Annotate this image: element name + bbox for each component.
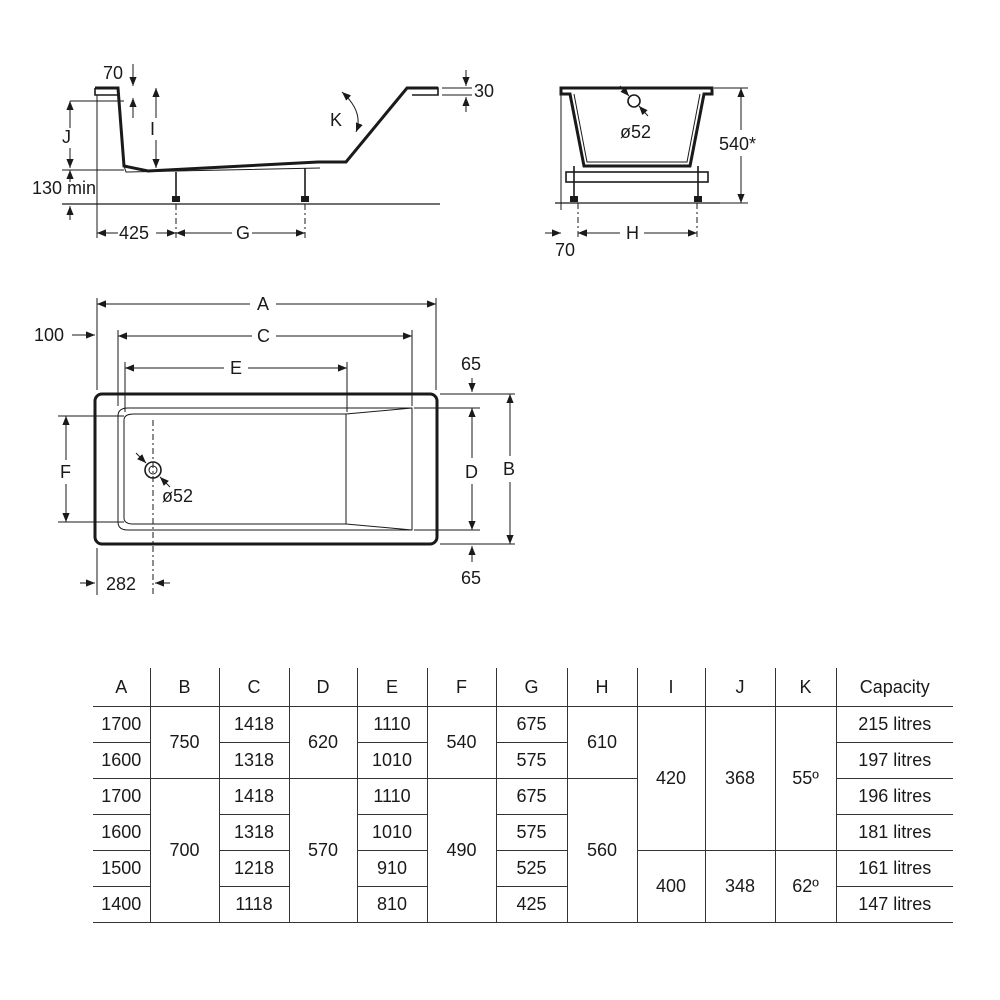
cell-k: 55º xyxy=(774,706,836,851)
table-row: 1700 750 1418 620 1110 540 675 610 420 3… xyxy=(93,706,953,851)
cell-g: 675 xyxy=(495,778,567,815)
cell-a: 1500 xyxy=(93,850,150,887)
i-label: I xyxy=(150,119,155,139)
k-label: K xyxy=(330,110,342,130)
dimensions-table: A B C D E F G H I J K Capacity 1700 750 … xyxy=(93,668,953,923)
technical-drawing: 70 J I K 30 130 min 425 G xyxy=(32,63,756,595)
d-label: D xyxy=(465,462,478,482)
cell-a: 1700 xyxy=(93,706,150,743)
floor-clearance-label: 130 min xyxy=(32,178,96,198)
h-label: H xyxy=(626,223,639,243)
table-row: 1600 1318 1010 575 181 litres xyxy=(93,814,953,851)
cell-h: 610 xyxy=(566,706,637,779)
rim-thickness-label: 30 xyxy=(474,81,494,101)
drain-offset-label: 425 xyxy=(119,223,149,243)
table-header-row: A B C D E F G H I J K Capacity xyxy=(93,668,953,707)
rim-bottom-label: 65 xyxy=(461,568,481,588)
cell-c: 1218 xyxy=(218,850,289,887)
cell-e: 810 xyxy=(356,886,427,923)
cell-c: 1418 xyxy=(218,778,289,815)
a-label: A xyxy=(257,294,269,314)
header-capacity: Capacity xyxy=(835,668,953,707)
cell-e: 1010 xyxy=(356,742,427,779)
end-view: ø52 540* 70 H xyxy=(545,85,756,260)
cell-c: 1418 xyxy=(218,706,289,743)
header-h: H xyxy=(566,668,637,707)
cell-d: 620 xyxy=(288,706,357,779)
cell-g: 675 xyxy=(495,706,567,743)
cell-capacity: 181 litres xyxy=(835,814,953,851)
table-row: 1400 1118 810 425 147 litres xyxy=(93,886,953,923)
j-label: J xyxy=(62,127,71,147)
cell-j: 368 xyxy=(704,706,775,851)
cell-capacity: 196 litres xyxy=(835,778,953,815)
header-g: G xyxy=(495,668,567,707)
cell-g: 525 xyxy=(495,850,567,887)
cell-c: 1318 xyxy=(218,742,289,779)
cell-e: 1110 xyxy=(356,706,427,743)
cell-a: 1400 xyxy=(93,886,150,923)
plan-drain-label: ø52 xyxy=(162,486,193,506)
cell-e: 910 xyxy=(356,850,427,887)
cell-c: 1318 xyxy=(218,814,289,851)
header-e: E xyxy=(356,668,427,707)
cell-i: 400 xyxy=(636,850,705,923)
header-j: J xyxy=(704,668,775,707)
cell-g: 575 xyxy=(495,742,567,779)
header-d: D xyxy=(288,668,357,707)
header-b: B xyxy=(149,668,219,707)
cell-h: 560 xyxy=(566,778,637,923)
cell-e: 1110 xyxy=(356,778,427,815)
cell-a: 1700 xyxy=(93,778,150,815)
cell-g: 425 xyxy=(495,886,567,923)
cell-capacity: 215 litres xyxy=(835,706,953,743)
cell-f: 490 xyxy=(426,778,496,923)
end-height-label: 540* xyxy=(719,134,756,154)
cell-d: 570 xyxy=(288,778,357,923)
side-feet xyxy=(172,168,309,202)
cell-g: 575 xyxy=(495,814,567,851)
end-frame xyxy=(565,166,709,202)
cell-c: 1118 xyxy=(218,886,289,923)
cell-capacity: 197 litres xyxy=(835,742,953,779)
c-label: C xyxy=(257,326,270,346)
cell-capacity: 161 litres xyxy=(835,850,953,887)
header-f: F xyxy=(426,668,496,707)
cell-a: 1600 xyxy=(93,814,150,851)
header-c: C xyxy=(218,668,289,707)
cell-b: 750 xyxy=(149,706,219,779)
header-i: I xyxy=(636,668,705,707)
cell-e: 1010 xyxy=(356,814,427,851)
end-drain-label: ø52 xyxy=(620,122,651,142)
cell-j: 348 xyxy=(704,850,775,923)
rim-offset-label: 70 xyxy=(103,63,123,83)
end-foot-offset-label: 70 xyxy=(555,240,575,260)
header-a: A xyxy=(93,668,150,707)
cell-i: 420 xyxy=(636,706,705,851)
table-row: 1700 700 1418 570 1110 490 675 560 196 l… xyxy=(93,778,953,923)
table-row: 1600 1318 1010 575 197 litres xyxy=(93,742,953,779)
b-label: B xyxy=(503,459,515,479)
side-view: 70 J I K 30 130 min 425 G xyxy=(32,63,494,243)
plan-view: A C E 100 65 D 65 B F xyxy=(34,294,515,595)
cell-f: 540 xyxy=(426,706,496,779)
e-label: E xyxy=(230,358,242,378)
header-k: K xyxy=(774,668,836,707)
f-label: F xyxy=(60,462,71,482)
table-row: 1500 1218 910 525 400 348 62º 161 litres xyxy=(93,850,953,923)
plan-drain-offset-label: 282 xyxy=(106,574,136,594)
cell-b: 700 xyxy=(149,778,219,923)
cell-capacity: 147 litres xyxy=(835,886,953,923)
cell-a: 1600 xyxy=(93,742,150,779)
g-label: G xyxy=(236,223,250,243)
cell-k: 62º xyxy=(774,850,836,923)
rim-top-label: 65 xyxy=(461,354,481,374)
inner-offset-label: 100 xyxy=(34,325,64,345)
